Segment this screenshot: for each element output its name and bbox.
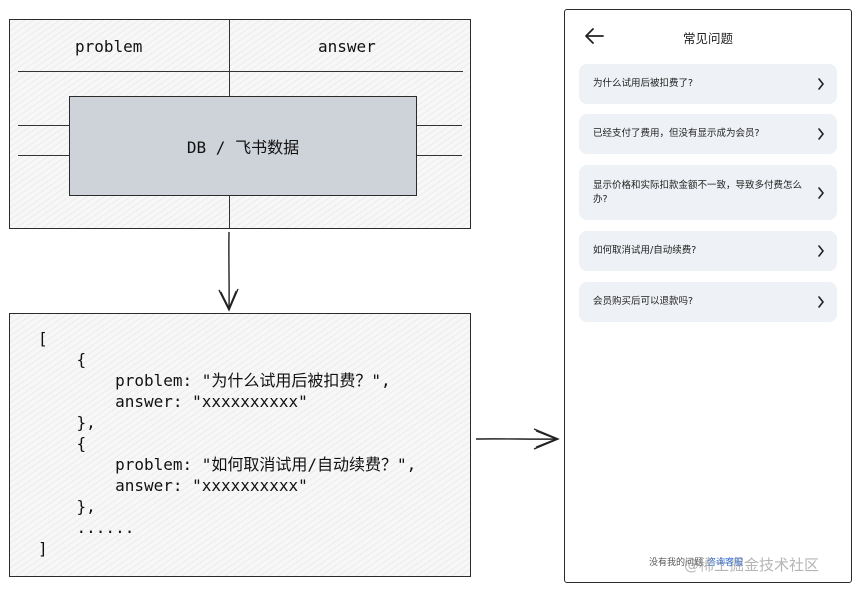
- table-header-divider: [18, 71, 463, 72]
- code-line: },: [38, 413, 96, 432]
- phone-faq-screen: 常见问题 为什么试用后被扣费了? 已经支付了费用，但没有显示成为会员? 显示价格…: [564, 9, 852, 583]
- faq-item[interactable]: 为什么试用后被扣费了?: [579, 64, 837, 104]
- chevron-right-icon: [818, 296, 825, 308]
- code-line: [: [38, 329, 48, 348]
- db-source-label: DB / 飞书数据: [186, 138, 300, 157]
- code-line: answer: "xxxxxxxxxx": [38, 392, 308, 411]
- json-code-box: [9, 313, 471, 577]
- table-row-line: [417, 125, 462, 126]
- code-line: },: [38, 497, 96, 516]
- table-row-line: [417, 155, 462, 156]
- faq-item-label: 显示价格和实际扣款金额不一致，导致多付费怎么办?: [593, 179, 803, 205]
- code-line: answer: "xxxxxxxxxx": [38, 476, 308, 495]
- help-footer: 没有我的问题咨询客服: [649, 555, 743, 568]
- chevron-right-icon: [818, 128, 825, 140]
- faq-item-label: 会员购买后可以退款吗?: [593, 296, 694, 307]
- column-header-problem: problem: [75, 37, 143, 56]
- code-line: {: [38, 434, 87, 453]
- json-code-block: [ { problem: "为什么试用后被扣费？", answer: "xxxx…: [38, 328, 416, 559]
- code-line: problem: "为什么试用后被扣费？",: [38, 371, 391, 390]
- faq-item-label: 如何取消试用/自动续费?: [593, 245, 697, 256]
- code-line: ......: [38, 518, 135, 537]
- faq-item[interactable]: 会员购买后可以退款吗?: [579, 282, 837, 322]
- arrow-down-icon: [218, 231, 239, 312]
- table-row-line: [18, 125, 69, 126]
- chevron-right-icon: [818, 245, 825, 257]
- contact-support-link[interactable]: 咨询客服: [707, 558, 744, 568]
- table-column-divider-bottom: [229, 196, 230, 228]
- arrow-left-icon[interactable]: [583, 26, 605, 46]
- code-line: {: [38, 350, 87, 369]
- db-source-box: DB / 飞书数据: [69, 96, 417, 196]
- chevron-right-icon: [818, 78, 825, 90]
- code-line: problem: "如何取消试用/自动续费？",: [38, 455, 417, 474]
- faq-item-label: 为什么试用后被扣费了?: [593, 78, 694, 89]
- table-row-line: [18, 155, 69, 156]
- column-header-answer: answer: [318, 37, 376, 56]
- chevron-right-icon: [818, 186, 825, 199]
- faq-item[interactable]: 显示价格和实际扣款金额不一致，导致多付费怎么办?: [579, 165, 837, 220]
- footer-text: 没有我的问题: [649, 558, 704, 568]
- faq-item-label: 已经支付了费用，但没有显示成为会员?: [593, 128, 760, 139]
- faq-item[interactable]: 如何取消试用/自动续费?: [579, 231, 837, 271]
- page-title: 常见问题: [682, 31, 733, 46]
- code-line: ]: [38, 539, 48, 558]
- faq-item[interactable]: 已经支付了费用，但没有显示成为会员?: [579, 114, 837, 154]
- table-column-divider-top: [229, 20, 230, 96]
- watermark: @稀土掘金技术社区: [684, 556, 820, 574]
- arrow-right-icon: [475, 428, 560, 450]
